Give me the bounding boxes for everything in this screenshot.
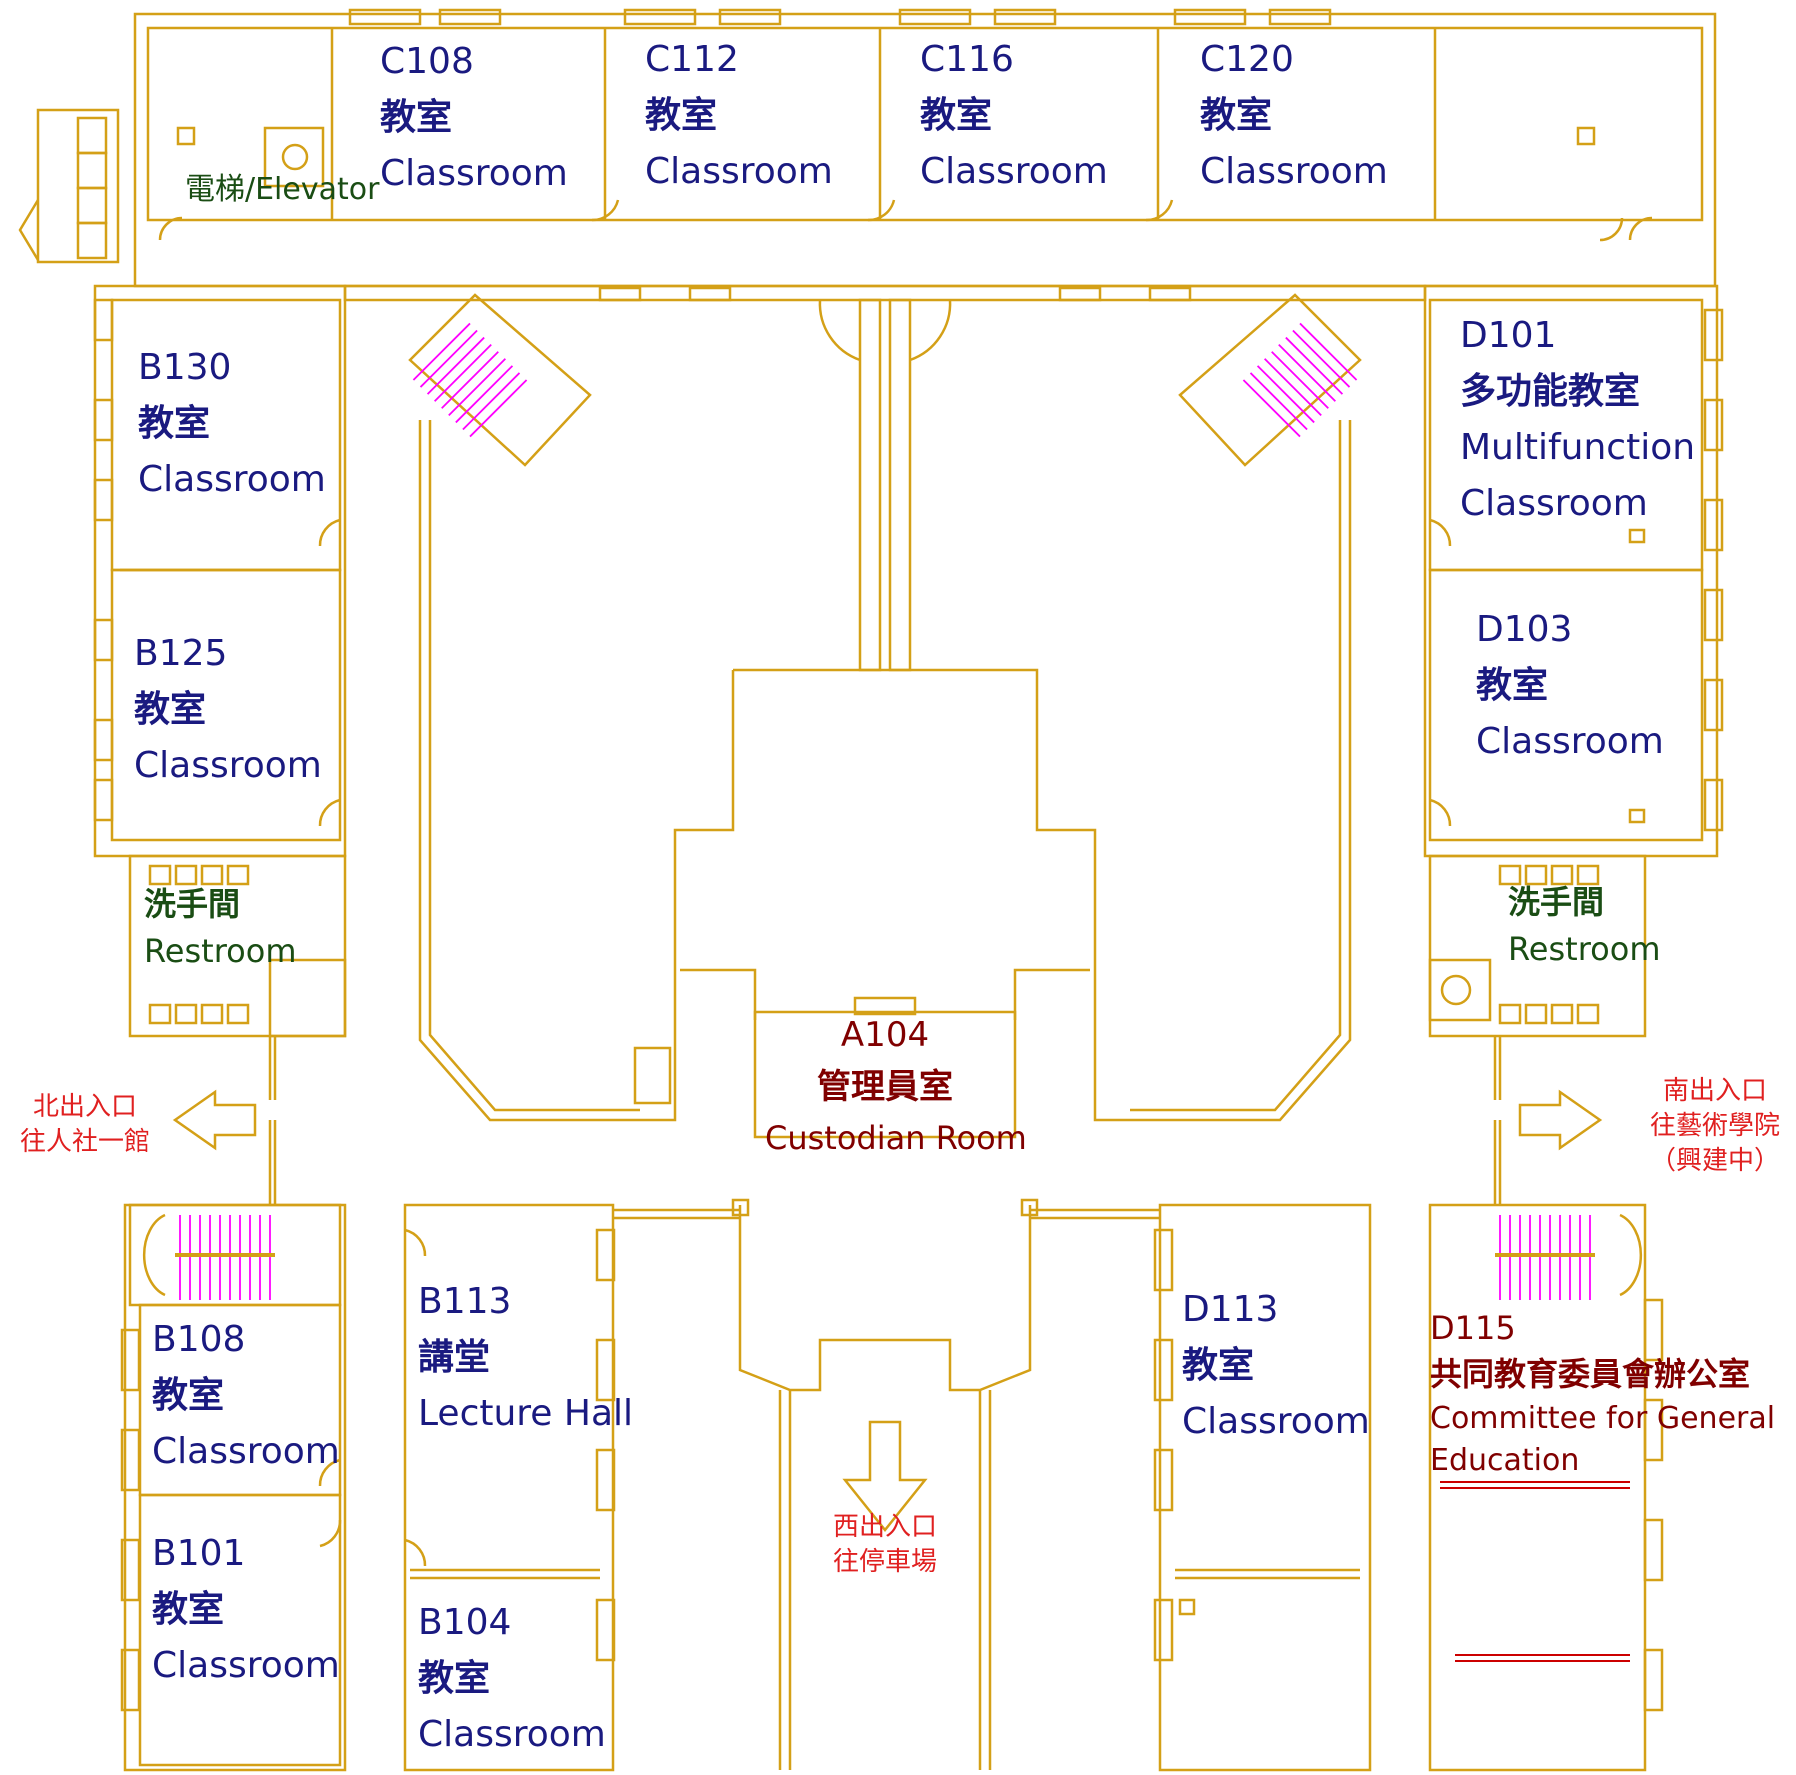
room-code: B113	[418, 1281, 512, 1322]
south-exit-arrow	[1518, 1089, 1603, 1151]
room-code: B125	[134, 633, 228, 674]
room-name-zh: 教室	[920, 95, 993, 136]
room-code: B130	[138, 347, 232, 388]
restroom-right-zh: 洗手間	[1508, 883, 1605, 921]
south-exit-line3: （興建中）	[1649, 1146, 1780, 1177]
south-exit-label: 南出入口 往藝術學院 （興建中）	[1640, 1074, 1790, 1179]
room-name-zh: 教室	[1476, 665, 1549, 706]
d113-outline	[1158, 1203, 1372, 1772]
room-name-en: Lecture Hall	[418, 1393, 634, 1434]
south-exit-line2: 往藝術學院	[1649, 1111, 1780, 1142]
d115-outline	[1428, 1203, 1647, 1772]
north-exit-arrow	[172, 1089, 257, 1151]
room-code: A104	[840, 1015, 930, 1055]
room-c108: C108 教室 Classroom	[380, 44, 568, 192]
restroom-right-en: Restroom	[1508, 930, 1661, 968]
room-name-zh: 管理員室	[817, 1067, 953, 1107]
top-wing-inner	[146, 26, 1704, 222]
room-name-en: Classroom	[645, 151, 833, 192]
room-d115: D115 共同教育委員會辦公室 Committee for General Ed…	[1430, 1312, 1775, 1476]
room-d101: D101 多功能教室 Multifunction Classroom	[1460, 318, 1695, 522]
room-b113: B113 講堂 Lecture Hall	[418, 1284, 633, 1432]
room-code: B101	[152, 1533, 246, 1574]
room-b104: B104 教室 Classroom	[418, 1605, 606, 1753]
room-name-en: Classroom	[1200, 151, 1388, 192]
north-exit-line1: 北出入口	[32, 1092, 137, 1122]
west-exit-arrow	[842, 1420, 928, 1533]
room-name-en: Classroom	[134, 745, 322, 786]
room-name-en: Classroom	[1476, 721, 1664, 762]
room-b130: B130 教室 Classroom	[138, 350, 326, 498]
room-name-zh: 教室	[645, 95, 718, 136]
room-name-en: Committee for General	[1430, 1401, 1776, 1436]
room-name-zh: 教室	[152, 1589, 225, 1630]
room-name-zh: 教室	[1182, 1345, 1255, 1386]
elevator-label: 電梯/Elevator	[185, 172, 380, 207]
room-name-en: Classroom	[418, 1714, 606, 1755]
restroom-left-zh: 洗手間	[144, 885, 241, 923]
room-c116: C116 教室 Classroom	[920, 42, 1108, 190]
custodian-room-outline	[753, 1010, 1017, 1139]
west-exit-line2: 往停車場	[832, 1547, 937, 1578]
room-name-en: Classroom	[380, 153, 568, 194]
restroom-left-block	[128, 854, 347, 1038]
restroom-right-block	[1428, 854, 1647, 1038]
room-d113: D113 教室 Classroom	[1182, 1292, 1370, 1440]
room-b108: B108 教室 Classroom	[152, 1322, 340, 1470]
room-c120: C120 教室 Classroom	[1200, 42, 1388, 190]
room-d103: D103 教室 Classroom	[1476, 612, 1664, 760]
north-exit-line2: 往人社一館	[19, 1127, 150, 1158]
room-a104: A104 管理員室 Custodian Room	[765, 1015, 1027, 1157]
room-b101: B101 教室 Classroom	[152, 1536, 340, 1684]
room-name-zh: 多功能教室	[1460, 371, 1641, 412]
south-exit-line1: 南出入口	[1662, 1076, 1767, 1106]
room-code: C120	[1200, 39, 1294, 80]
room-code: B104	[418, 1602, 512, 1643]
north-exit-label: 北出入口 往人社一館	[10, 1090, 160, 1160]
room-name-en: Multifunction	[1460, 427, 1696, 468]
room-name-zh: 教室	[1200, 95, 1273, 136]
room-name-zh: 講堂	[418, 1337, 491, 1378]
west-exit-label: 西出入口 往停車場	[810, 1510, 960, 1580]
room-code: C116	[920, 39, 1014, 80]
room-name-zh: 共同教育委員會辦公室	[1430, 1355, 1751, 1393]
room-name-en-line2: Education	[1430, 1443, 1580, 1478]
room-name-en: Custodian Room	[765, 1119, 1027, 1157]
room-name-en: Classroom	[152, 1645, 340, 1686]
room-name-zh: 教室	[418, 1658, 491, 1699]
room-name-zh: 教室	[380, 97, 453, 138]
room-name-en-line2: Classroom	[1460, 483, 1648, 524]
room-name-zh: 教室	[138, 403, 211, 444]
room-code: C112	[645, 39, 739, 80]
room-b125: B125 教室 Classroom	[134, 636, 322, 784]
room-name-zh: 教室	[134, 689, 207, 730]
room-name-en: Classroom	[920, 151, 1108, 192]
room-code: D101	[1460, 315, 1557, 356]
room-c112: C112 教室 Classroom	[645, 42, 833, 190]
restroom-left-en: Restroom	[144, 932, 297, 970]
west-exit-line1: 西出入口	[832, 1512, 937, 1542]
room-name-en: Classroom	[138, 459, 326, 500]
room-code: C108	[380, 41, 474, 82]
room-name-zh: 教室	[152, 1375, 225, 1416]
room-code: D103	[1476, 609, 1573, 650]
room-name-en: Classroom	[1182, 1401, 1370, 1442]
room-code: D113	[1182, 1289, 1279, 1330]
room-code: D115	[1430, 1309, 1516, 1347]
room-code: B108	[152, 1319, 246, 1360]
room-name-en: Classroom	[152, 1431, 340, 1472]
